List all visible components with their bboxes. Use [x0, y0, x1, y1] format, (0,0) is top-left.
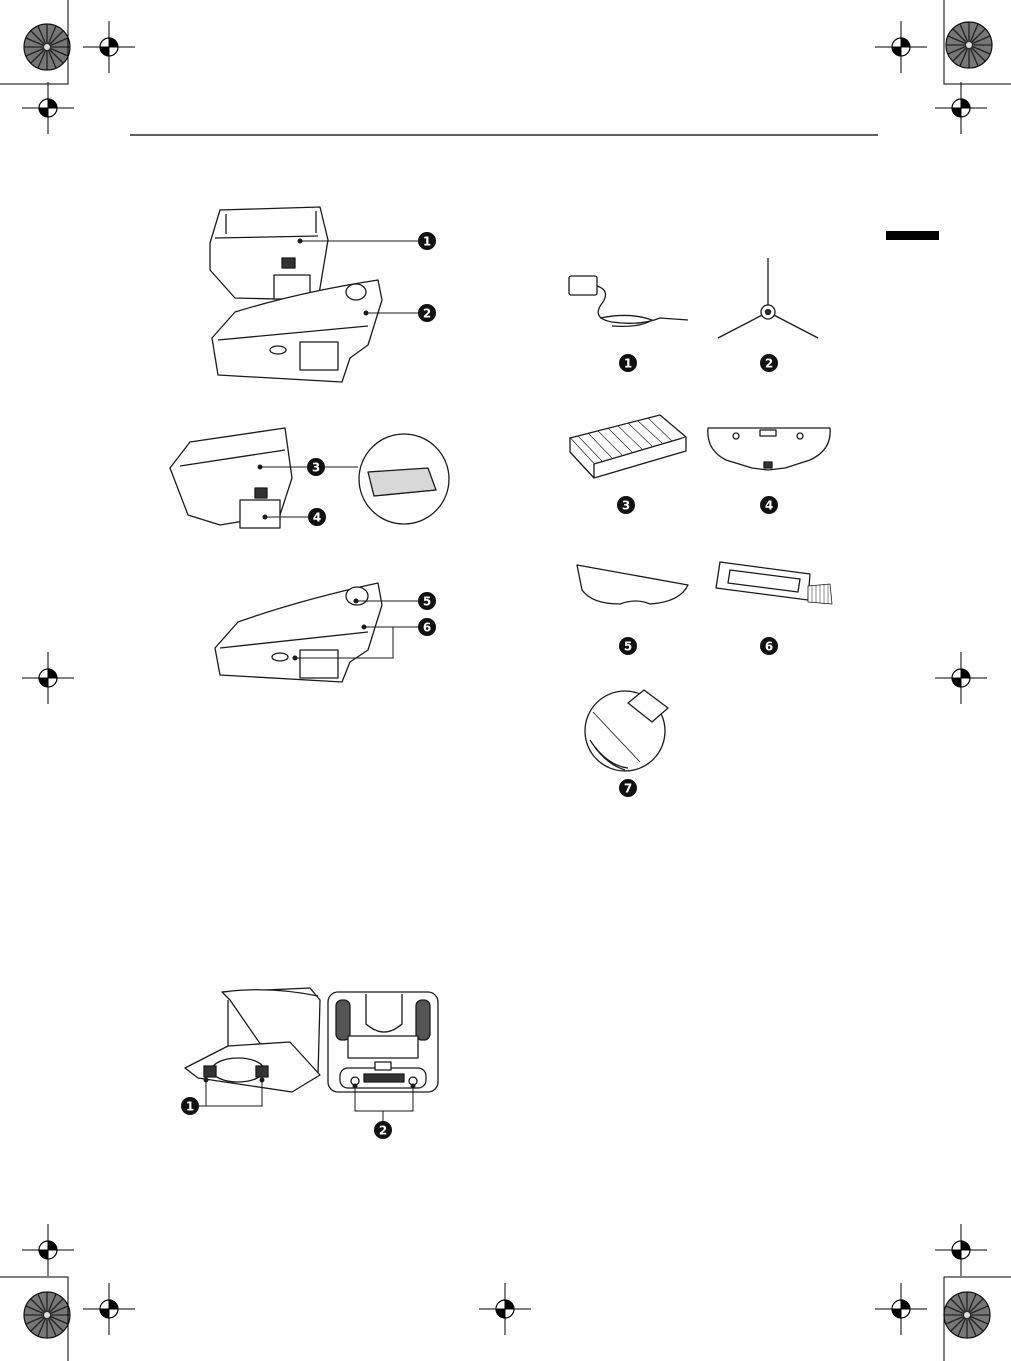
charging-station-bottom: [328, 992, 438, 1092]
crosshair-circle-icon: [22, 82, 74, 134]
callout-2: 2: [760, 354, 778, 372]
outer-shell-diagram: [215, 583, 382, 682]
svg-text:6: 6: [765, 640, 773, 654]
accessories-grid: [569, 258, 832, 771]
dust-bin-diagram: [210, 207, 382, 382]
svg-text:5: 5: [624, 640, 632, 654]
svg-text:2: 2: [423, 307, 431, 321]
callout-2: 2: [418, 304, 436, 322]
crosshair-circle-icon: [935, 1224, 987, 1276]
callout-1: 1: [181, 1097, 199, 1115]
svg-text:3: 3: [622, 499, 630, 513]
starburst-target-icon: [24, 24, 70, 70]
svg-text:1: 1: [423, 235, 431, 249]
callout-2: 2: [374, 1121, 392, 1139]
svg-text:7: 7: [624, 782, 632, 796]
language-tab: [886, 231, 939, 240]
svg-text:3: 3: [312, 461, 320, 475]
callout-6: 6: [418, 618, 436, 636]
crosshair-circle-icon: [22, 1224, 74, 1276]
crosshair-circle-icon: [935, 652, 987, 704]
starburst-target-icon: [946, 22, 992, 68]
filter-illustration: [570, 415, 686, 478]
crosshair-circle-icon: [22, 652, 74, 704]
svg-text:1: 1: [186, 1100, 194, 1114]
svg-text:6: 6: [423, 621, 431, 635]
svg-text:2: 2: [379, 1124, 387, 1138]
svg-text:4: 4: [765, 499, 773, 513]
power-adapter-illustration: [569, 276, 688, 326]
callout-1: 1: [619, 354, 637, 372]
crosshair-circle-icon: [935, 82, 987, 134]
callout-3: 3: [617, 496, 635, 514]
crosshair-circle-icon: [875, 1283, 927, 1335]
mop-pad-illustration: [577, 565, 688, 604]
cleaning-tool-illustration: [716, 562, 832, 604]
starburst-target-icon: [24, 1292, 70, 1338]
svg-text:2: 2: [765, 357, 773, 371]
callout-7: 7: [619, 779, 637, 797]
svg-text:1: 1: [624, 357, 632, 371]
crosshair-circle-icon: [875, 21, 927, 73]
starburst-target-icon: [944, 1292, 990, 1338]
mop-plate-illustration: [708, 428, 830, 470]
side-brush-illustration: [718, 258, 818, 338]
crosshair-circle-icon: [83, 1283, 135, 1335]
callout-6: 6: [760, 637, 778, 655]
callout-3: 3: [307, 458, 325, 476]
crosshair-circle-icon: [479, 1283, 531, 1335]
callout-1: 1: [418, 232, 436, 250]
callout-4: 4: [308, 508, 326, 526]
svg-text:4: 4: [313, 511, 321, 525]
callout-5: 5: [418, 592, 436, 610]
callouts-station: 1 2: [181, 1097, 392, 1139]
callout-4: 4: [760, 496, 778, 514]
svg-text:5: 5: [423, 595, 431, 609]
dust-bag-illustration: [585, 690, 668, 771]
charging-station-perspective: [185, 988, 320, 1092]
callout-5: 5: [619, 637, 637, 655]
crosshair-circle-icon: [83, 21, 135, 73]
